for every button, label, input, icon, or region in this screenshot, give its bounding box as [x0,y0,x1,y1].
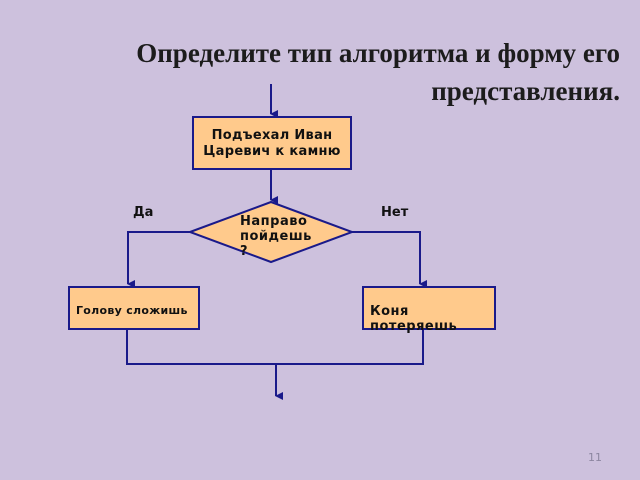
slide-title: Определите тип алгоритма и форму его пре… [136,38,620,106]
decision-text: Направо пойдешь ? [240,214,312,259]
no-result-box: Коня потеряешь [362,286,496,334]
yes-branch-arrow [127,231,190,288]
yes-label: Да [133,205,154,220]
no-label: Нет [381,205,409,220]
yes-result-box: Голову сложишь [68,286,200,330]
page-number: 11 [588,451,602,464]
no-branch-arrow [352,231,427,288]
start-process-box: Подъехал Иван Царевич к камню [192,116,352,170]
